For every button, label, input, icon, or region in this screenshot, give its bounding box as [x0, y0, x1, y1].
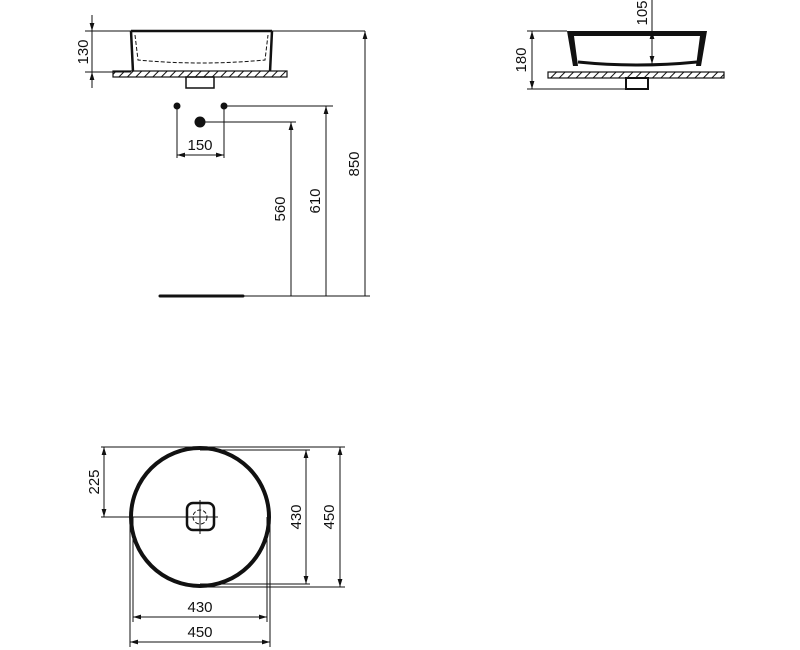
dim-150: 150 [187, 137, 212, 154]
waste-outlet [185, 76, 215, 89]
dim-450-horizontal: 450 [187, 624, 212, 641]
dim-105: 105 [634, 0, 651, 25]
dim-430-horizontal: 430 [187, 599, 212, 616]
front-section: 180 105 [513, 0, 725, 90]
basin-inner-hidden [134, 34, 269, 64]
side-view: 130 150 560 610 850 [75, 15, 370, 298]
dim-225: 225 [86, 469, 103, 494]
countertop [112, 70, 288, 78]
dim-850: 850 [346, 151, 363, 176]
plan-view: 225 430 450 430 450 [86, 446, 345, 647]
dim-450-vertical: 450 [321, 504, 338, 529]
basin-walls [567, 31, 707, 66]
dim-430-vertical: 430 [288, 504, 305, 529]
dim-610: 610 [307, 188, 324, 213]
dim-130: 130 [75, 39, 92, 64]
dim-180: 180 [513, 47, 530, 72]
basin-outline [129, 29, 274, 73]
dim-560: 560 [272, 196, 289, 221]
